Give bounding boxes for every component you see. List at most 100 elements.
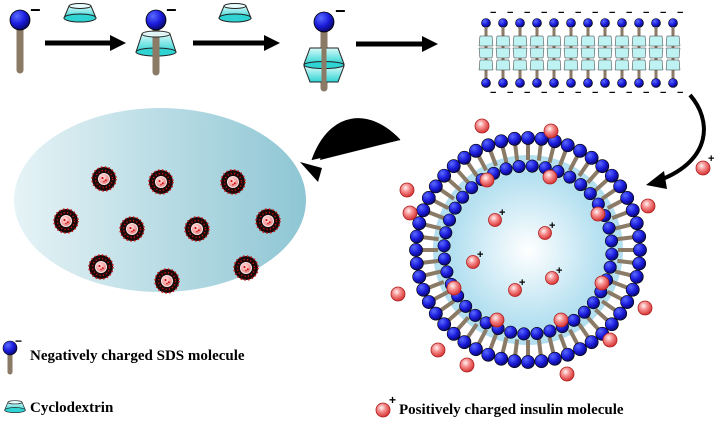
insulin-molecule (640, 198, 656, 214)
sds-head-outer (521, 355, 535, 369)
positive-charge-symbol: + (519, 277, 525, 289)
insulin-molecule (538, 226, 552, 240)
sds-head-outer (625, 282, 640, 297)
positive-charge-symbol: + (499, 207, 505, 219)
sds-head-outer (620, 191, 635, 205)
insulin-molecule (508, 283, 522, 297)
arrow-right-3 (356, 36, 438, 52)
negative-charge-symbol: − (575, 87, 581, 99)
negative-charge-symbol: − (626, 7, 632, 19)
negative-charge-symbol: − (660, 7, 666, 19)
positive-charge-symbol: + (477, 249, 483, 261)
sds-head-inner (443, 213, 457, 227)
sds-head-outer (595, 159, 610, 174)
sds-head-inner (468, 308, 482, 322)
sds-cd-column-unit (580, 18, 596, 88)
sds-head-outer (584, 335, 599, 350)
sds-head-outer (632, 229, 647, 244)
insulin-sds-complex-particle (91, 166, 117, 192)
sds-head-inner (583, 187, 597, 201)
insulin-molecule-group: ++++++ (390, 118, 714, 382)
insulin-sds-complex-particle (220, 169, 246, 195)
sds-cd-column-unit (631, 18, 647, 88)
sds-head-outer (428, 306, 443, 321)
sds-head-outer (629, 216, 644, 231)
sds-head-outer (560, 138, 575, 153)
sds-head-outer (437, 168, 452, 183)
sds-head-outer (437, 317, 452, 332)
insulin-molecule (466, 255, 480, 269)
sds-head-outer (604, 317, 619, 332)
positive-charge-symbol: + (708, 153, 714, 165)
sds-head-outer (494, 351, 509, 366)
negative-charge-symbol: − (507, 87, 513, 99)
sds-head-inner (440, 265, 454, 279)
sds-cd-column-unit (614, 18, 630, 88)
negative-charge-symbol: − (643, 7, 649, 19)
insulin-molecule (553, 312, 569, 328)
positive-charge-symbol: + (549, 220, 555, 232)
sds-head-inner (567, 313, 581, 327)
insulin-sds-complex-particle (53, 208, 79, 234)
sds-cd-column-unit (665, 18, 681, 88)
insulin-sds-complex-particle (233, 255, 259, 281)
cyclodextrin-icon-2 (218, 3, 252, 23)
sds-head-outer (633, 243, 647, 257)
negative-charge-symbol: − (490, 7, 496, 19)
sds-head-outer (446, 326, 461, 341)
sds-head-outer (547, 351, 562, 366)
negative-charge-symbol: − (592, 87, 598, 99)
insulin-molecule (545, 271, 559, 285)
negative-charge-symbol: − (609, 87, 615, 99)
sds-cd-column-unit (597, 18, 613, 88)
sds-head-inner (574, 178, 588, 192)
insulin-molecule (590, 206, 606, 222)
sds-cd-column-unit (546, 18, 562, 88)
sds-head-inner (439, 226, 453, 240)
legend-insulin-label: Positively charged insulin molecule (399, 402, 624, 418)
insulin-molecule (399, 182, 415, 198)
sds-head-outer (632, 256, 647, 271)
insulin-molecule (446, 280, 462, 296)
insulin-molecule (390, 286, 406, 302)
sds-cd-complex-2: − (303, 1, 346, 92)
sds-molecule-free: − (9, 0, 41, 74)
cyclodextrin-icon (63, 3, 97, 23)
negative-charge-symbol: − (558, 87, 564, 99)
sds-head-inner (605, 247, 619, 261)
sds-head-inner (437, 252, 451, 266)
svg-text:−: − (335, 1, 346, 21)
negative-charge-symbol: − (524, 7, 530, 19)
negative-charge-symbol: − (541, 7, 547, 19)
sds-head-outer (573, 342, 587, 357)
sds-head-outer (625, 203, 640, 218)
sds-cd-column-unit (529, 18, 545, 88)
sds-head-outer (409, 256, 424, 271)
sds-head-outer (481, 138, 496, 153)
sds-cd-column-assembly: −−−−−−−−−−−−−−−−−−−−−−−− (478, 7, 683, 99)
sds-head-inner (525, 159, 539, 173)
arrow-right-2 (193, 35, 280, 51)
sds-head-inner (586, 296, 600, 310)
sds-head-outer (521, 131, 535, 145)
sds-head-outer (604, 168, 619, 183)
sds-head-outer (613, 306, 628, 321)
sds-head-inner (577, 305, 591, 319)
negative-charge-symbol: − (558, 7, 564, 19)
svg-text:−: − (30, 0, 41, 20)
insulin-molecule (430, 342, 446, 358)
svg-text:−: − (15, 334, 22, 348)
insulin-molecule (459, 357, 475, 373)
svg-text:+: + (389, 393, 396, 407)
sds-head-inner (437, 239, 451, 253)
insulin-molecule (594, 275, 610, 291)
negative-charge-symbol: − (592, 7, 598, 19)
insulin-molecule (488, 213, 502, 227)
sds-head-outer (560, 347, 575, 362)
sds-head-inner (605, 234, 619, 248)
insulin-molecule (543, 123, 559, 139)
sds-head-outer (469, 143, 483, 158)
sds-cd-column-unit (512, 18, 528, 88)
sds-head-outer (507, 354, 522, 369)
sds-head-outer (446, 159, 461, 174)
